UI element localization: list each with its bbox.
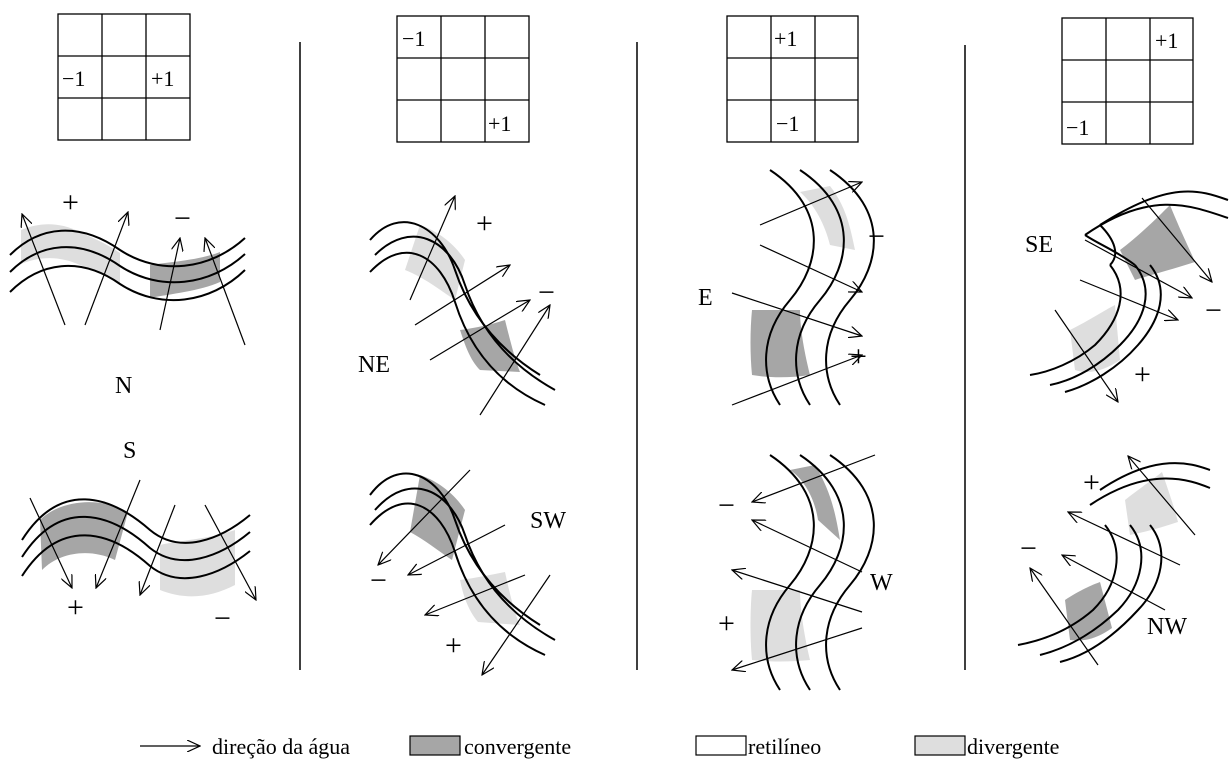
kernel-grid-ne: −1 +1 <box>396 15 530 143</box>
kernel-cell: +1 <box>151 66 174 91</box>
sign-label: + <box>850 340 867 373</box>
sign-label: − <box>174 202 191 235</box>
legend-arrow-label: direção da água <box>212 734 350 759</box>
sign-label: − <box>868 220 885 253</box>
contour-e <box>731 169 875 406</box>
kernel-cell: +1 <box>488 111 511 136</box>
contour-w <box>732 454 876 691</box>
direction-label-se: SE <box>1025 232 1053 258</box>
sign-label: + <box>445 629 462 662</box>
legend-straight-swatch <box>695 735 747 756</box>
kernel-grid-n: −1 +1 <box>57 13 191 141</box>
sign-label: + <box>67 591 84 624</box>
kernel-grid-e: +1 −1 <box>726 15 859 143</box>
legend-divergent-swatch <box>914 735 966 756</box>
legend-divergent-label: divergente <box>967 734 1059 759</box>
contour-ne <box>369 196 556 416</box>
sign-label: + <box>1083 466 1100 499</box>
direction-label-ne: NE <box>358 352 390 378</box>
legend-straight-label: retilíneo <box>748 734 821 759</box>
kernel-cell: −1 <box>1066 115 1089 140</box>
legend: direção da água convergente retilíneo di… <box>140 734 1059 759</box>
legend-convergent-label: convergente <box>464 734 571 759</box>
sign-label: + <box>718 607 735 640</box>
kernel-cell: −1 <box>776 111 799 136</box>
sign-label: − <box>1020 532 1037 565</box>
sign-label: − <box>370 564 387 597</box>
kernel-cell: +1 <box>774 26 797 51</box>
direction-label-nw: NW <box>1147 614 1187 640</box>
sign-label: − <box>1205 294 1222 327</box>
sign-label: + <box>1134 358 1151 391</box>
direction-label-w: W <box>870 570 893 596</box>
direction-label-e: E <box>698 285 713 311</box>
sign-label: + <box>476 207 493 240</box>
direction-label-n: N <box>115 373 132 399</box>
sign-label: − <box>538 276 555 309</box>
kernel-cell: +1 <box>1155 28 1178 53</box>
kernel-cell: −1 <box>402 26 425 51</box>
contour-s <box>21 479 256 600</box>
contour-se <box>1029 190 1229 402</box>
contour-nw <box>1017 456 1211 666</box>
sign-label: − <box>214 602 231 635</box>
legend-convergent-swatch <box>409 735 461 756</box>
sign-label: − <box>718 489 735 522</box>
sign-label: + <box>62 186 79 219</box>
contour-sw <box>369 469 556 675</box>
contour-n <box>9 212 246 346</box>
direction-label-s: S <box>123 438 136 464</box>
direction-label-sw: SW <box>530 508 566 534</box>
kernel-grid-se: +1 −1 <box>1061 17 1194 145</box>
kernel-cell: −1 <box>62 66 85 91</box>
